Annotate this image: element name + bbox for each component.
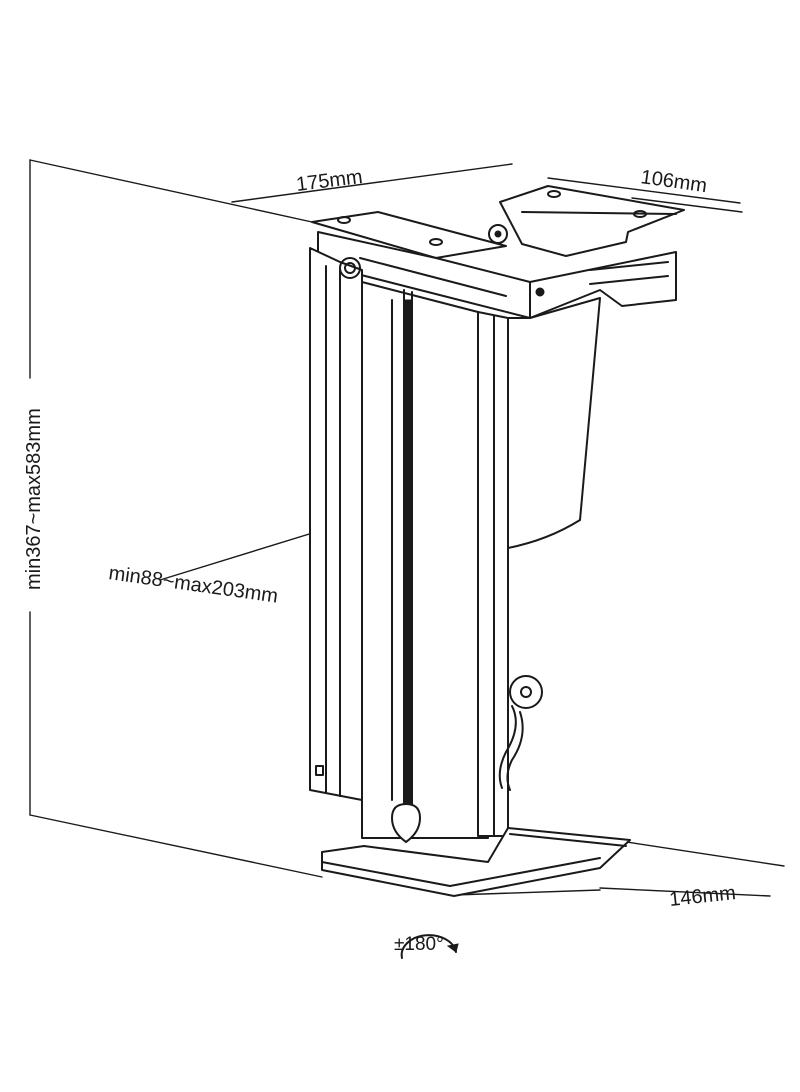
base-depth-label: 146mm bbox=[668, 882, 737, 911]
width-range-label: min88~max203mm bbox=[107, 562, 279, 608]
base-tray bbox=[321, 827, 631, 897]
center-panel bbox=[361, 281, 489, 843]
top-mounting-plate bbox=[311, 185, 685, 259]
side-panel bbox=[507, 297, 601, 549]
height-range-label: min367~max583mm bbox=[23, 408, 45, 590]
top-width-label: 175mm bbox=[295, 166, 364, 196]
right-post bbox=[477, 311, 543, 837]
rotation-icon: ±180° bbox=[394, 934, 459, 959]
rotation-label: ±180° bbox=[394, 934, 444, 955]
left-post bbox=[309, 247, 363, 801]
top-depth-label: 106mm bbox=[639, 166, 708, 197]
